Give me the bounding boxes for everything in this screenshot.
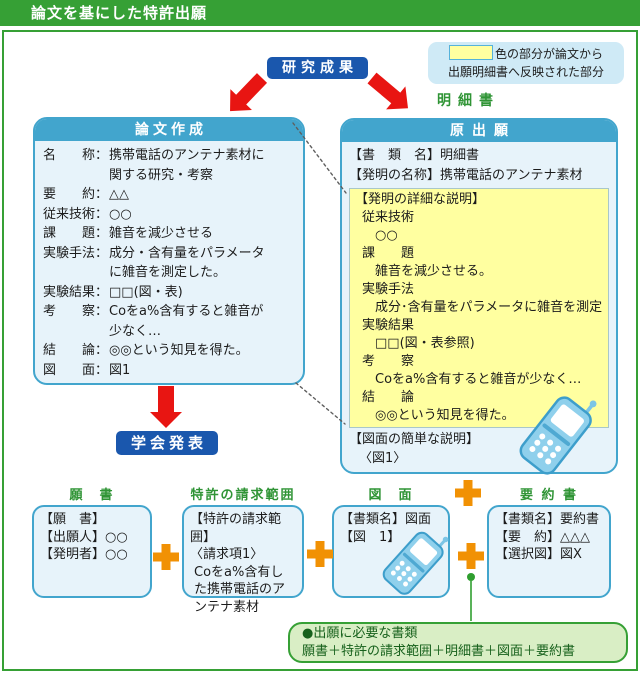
row-value: 雑音を減少させる (109, 226, 214, 241)
row-label: 課 題： (43, 226, 109, 241)
page-title: 論文を基にした特許出願 (0, 0, 640, 26)
label-claims: 特許の請求範囲 (190, 488, 296, 503)
legend-box: 色の部分が論文から 出願明細書へ反映された部分 (428, 42, 624, 84)
application-box-body: 【書 類 名】明細書 【発明の名称】携帯電話のアンテナ素材 【発明の詳細な説明】… (342, 142, 616, 468)
row-label: 実験結果： (43, 284, 109, 300)
invention-name-line: 【発明の名称】携帯電話のアンテナ素材 (349, 168, 583, 183)
paper-row: 図 面：図1 (43, 361, 295, 381)
detail-item-heading: 課 題 (362, 246, 415, 261)
plus-icon (307, 541, 333, 567)
row-label: 結 論： (43, 343, 109, 358)
detail-item-value: ○○ (375, 228, 398, 243)
legend-line2: 出願明細書へ反映された部分 (447, 65, 604, 79)
application-box-title: 原出願 (342, 120, 616, 142)
row-value: △△ (109, 187, 129, 202)
paper-box-body: 名 称：携帯電話のアンテナ素材に 関する研究・考察 要 約：△△ 従来技術：○○… (35, 141, 303, 383)
row-value: ○○ (109, 206, 132, 222)
doc-line: 【出願人】○○ (40, 529, 128, 545)
required-documents-note: ●出願に必要な書類 願書＋特許の請求範囲＋明細書＋図面＋要約書 (288, 622, 628, 663)
doc-line: 【選択図】図X (495, 547, 582, 562)
label-drawings: 図 面 (368, 488, 414, 503)
doc-name-line: 【書 類 名】明細書 (349, 148, 480, 163)
paper-row: 名 称：携帯電話のアンテナ素材に 関する研究・考察 (43, 146, 295, 185)
row-label: 実験手法： (43, 245, 109, 261)
detail-item-heading: 実験手法 (362, 282, 415, 297)
row-value: □□(図・表) (109, 284, 183, 300)
paper-row: 実験結果：□□(図・表) (43, 283, 295, 303)
legend-line1: 色の部分が論文から (433, 45, 619, 63)
note-line2: 願書＋特許の請求範囲＋明細書＋図面＋要約書 (302, 644, 576, 659)
doc-line: 【要 約】△△△ (495, 529, 590, 545)
detail-item-value: □□(図・表参照) (375, 336, 475, 351)
detail-item-value: 雑音を減少させる。 (375, 264, 493, 279)
plus-icon (455, 480, 481, 506)
doc-line: 【願 書】 (40, 512, 106, 527)
paper-row: 考 察：Coをa%含有すると雑音が 少なく… (43, 302, 295, 341)
detail-item-heading: 従来技術 (362, 210, 415, 225)
paper-row: 結 論：◎◎という知見を得た。 (43, 341, 295, 361)
yellow-swatch-icon (448, 45, 493, 60)
paper-box-title: 論文作成 (35, 119, 303, 141)
application-form-box: 【願 書】 【出願人】○○ 【発明者】○○ (32, 505, 152, 598)
detail-item-heading: 結 論 (362, 390, 415, 405)
note-line1: ●出願に必要な書類 (302, 626, 418, 641)
doc-line: 【図 1】 (340, 529, 401, 545)
detail-item-value: Coをa%含有すると雑音が少なく… (375, 372, 582, 387)
figure-description-heading: 【図面の簡単な説明】 (349, 432, 480, 447)
row-value: 図1 (109, 362, 131, 378)
row-value: 成分・含有量をパラメータ に雑音を測定した。 (109, 245, 265, 281)
label-abstract: 要 約 書 (519, 488, 579, 503)
row-label: 名 称： (43, 148, 109, 163)
figure-description-value: 〈図1〉 (359, 451, 407, 466)
paper-row: 課 題：雑音を減少させる (43, 224, 295, 244)
paper-row: 従来技術：○○ (43, 205, 295, 225)
doc-line: 【書類名】要約書 (495, 512, 600, 527)
row-label: 考 察： (43, 304, 109, 319)
abstract-box: 【書類名】要約書 【要 約】△△△ 【選択図】図X (487, 505, 611, 598)
paper-row: 要 約：△△ (43, 185, 295, 205)
detail-item-heading: 実験結果 (362, 318, 415, 333)
doc-line: 【書類名】図面 (340, 512, 432, 527)
doc-line: 【特許の請求範囲】 (190, 512, 282, 545)
conference-presentation-badge: 学会発表 (116, 431, 218, 455)
row-value: Coをa%含有すると雑音が 少なく… (109, 304, 264, 339)
specification-label: 明細書 (437, 93, 500, 109)
label-application-form: 願 書 (69, 488, 115, 503)
plus-icon (458, 543, 484, 569)
detail-highlight-box: 【発明の詳細な説明】 従来技術 ○○ 課 題 雑音を減少させる。 実験手法 成分… (349, 188, 609, 428)
row-value: 携帯電話のアンテナ素材に 関する研究・考察 (109, 148, 265, 183)
detail-item-value: 成分･含有量をパラメータに雑音を測定 (375, 300, 603, 315)
row-label: 従来技術： (43, 206, 109, 222)
row-label: 要 約： (43, 187, 109, 202)
row-label: 図 面： (43, 362, 109, 378)
original-application-box: 原出願 【書 類 名】明細書 【発明の名称】携帯電話のアンテナ素材 【発明の詳細… (340, 118, 618, 474)
legend-text1: 色の部分が論文から (494, 47, 603, 61)
plus-icon (153, 544, 179, 570)
row-value: ◎◎という知見を得た。 (109, 343, 249, 358)
doc-line: 〈請求項1〉 (190, 547, 264, 562)
paper-row: 実験手法：成分・含有量をパラメータ に雑音を測定した。 (43, 244, 295, 283)
detail-heading: 【発明の詳細な説明】 (355, 192, 486, 207)
detail-item-heading: 考 察 (362, 354, 415, 369)
claims-box: 【特許の請求範囲】 〈請求項1〉 Coをa%含有した携帯電話のアンテナ素材 (182, 505, 304, 615)
paper-box: 論文作成 名 称：携帯電話のアンテナ素材に 関する研究・考察 要 約：△△ 従来… (33, 117, 305, 385)
doc-line: 【発明者】○○ (40, 547, 128, 562)
detail-item-value: ◎◎という知見を得た。 (375, 408, 515, 423)
research-results-badge: 研究成果 (267, 57, 368, 79)
doc-line: Coをa%含有した携帯電話のアンテナ素材 (194, 564, 286, 615)
drawings-box: 【書類名】図面 【図 1】 (332, 505, 450, 598)
